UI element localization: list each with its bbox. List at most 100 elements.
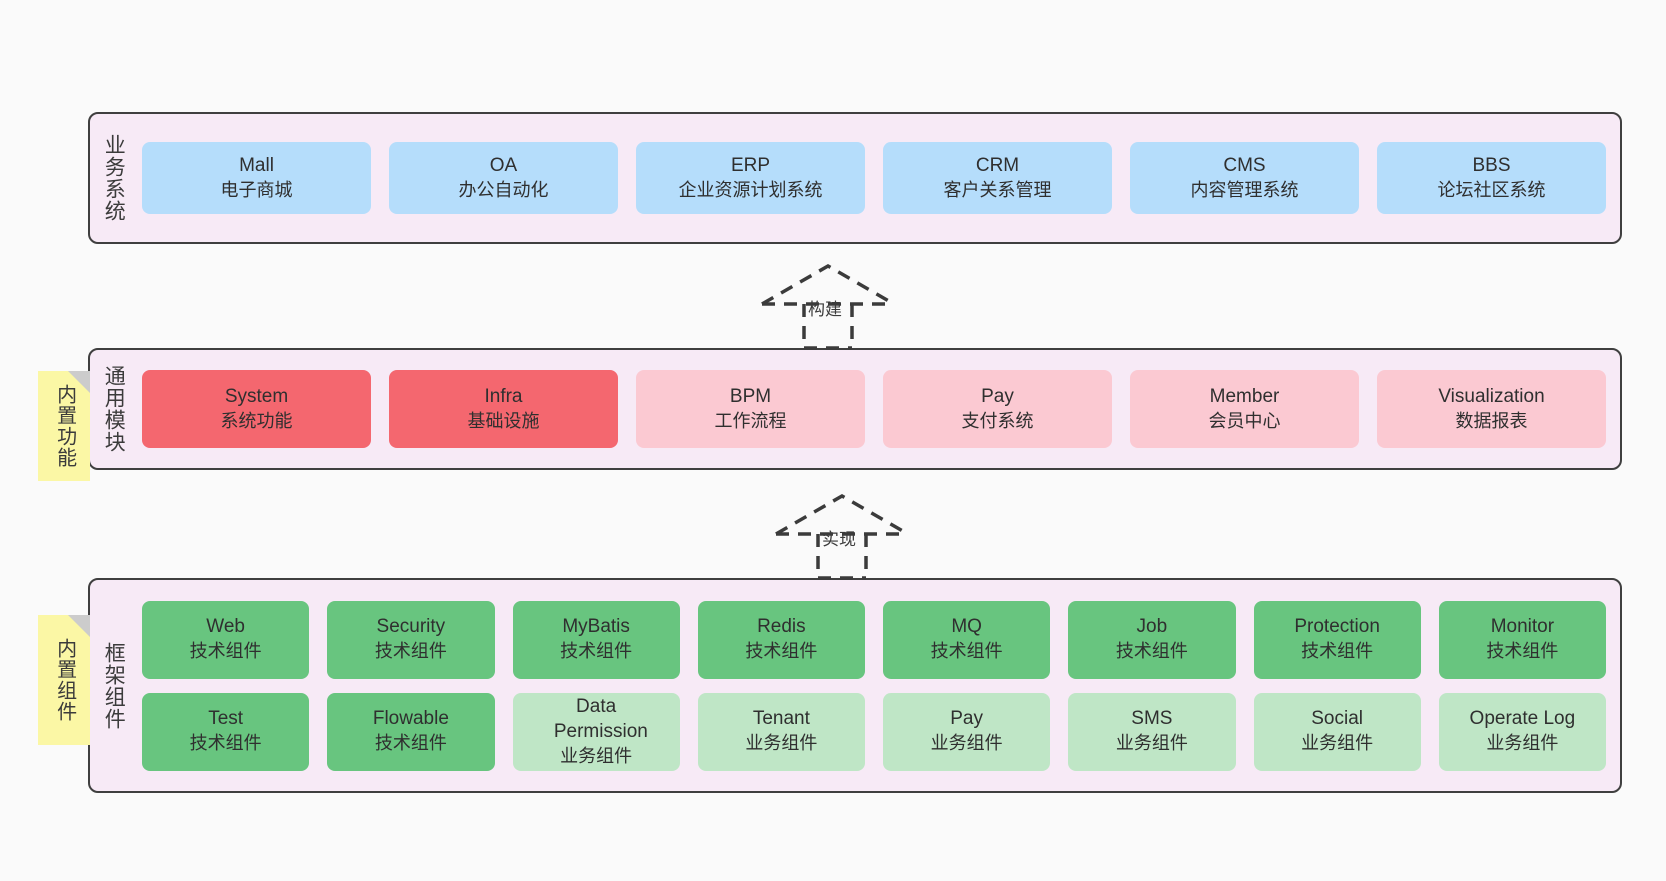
module-desc: 客户关系管理 (943, 179, 1052, 200)
module-name: Web (206, 616, 245, 638)
module-name: Pay (981, 385, 1014, 407)
module-card-mall[interactable]: Mall 电子商城 (142, 142, 371, 214)
module-card-monitor[interactable]: Monitor 技术组件 (1438, 600, 1606, 679)
module-desc: 电子商城 (220, 179, 293, 200)
module-card-test[interactable]: Test 技术组件 (142, 692, 310, 771)
module-desc: 业务组件 (745, 733, 818, 754)
module-name: Security (376, 616, 446, 638)
layer-common-modules: 通用模块 System 系统功能 Infra 基础设施 BPM 工作流程 Pay… (88, 348, 1622, 470)
connector-build: 构建 (758, 262, 898, 350)
module-name: Monitor (1490, 616, 1555, 638)
module-name: Redis (757, 616, 806, 638)
module-name: Pay (950, 708, 983, 730)
module-desc: 基础设施 (467, 410, 540, 431)
module-card-web[interactable]: Web 技术组件 (142, 600, 310, 679)
module-name: Operate Log (1469, 708, 1576, 730)
module-name: MyBatis (562, 616, 630, 638)
layer-body-business-systems: Mall 电子商城 OA 办公自动化 ERP 企业资源计划系统 CRM 客户关系… (136, 114, 1620, 242)
module-card-mybatis[interactable]: MyBatis 技术组件 (512, 600, 680, 679)
arrow-head-triangle-sides (775, 493, 909, 536)
sticky-note-builtin-functions: 内置功能 (38, 371, 90, 481)
module-card-tenant[interactable]: Tenant 业务组件 (697, 692, 865, 771)
module-desc: 支付系统 (961, 410, 1034, 431)
module-desc: 技术组件 (189, 733, 262, 754)
layer-title-business-systems: 业务系统 (102, 134, 126, 222)
module-desc: 数据报表 (1455, 410, 1528, 431)
module-name: System (224, 385, 289, 407)
module-name: Member (1209, 385, 1280, 407)
module-card-bpm[interactable]: BPM 工作流程 (636, 370, 865, 448)
module-card-mq[interactable]: MQ 技术组件 (883, 600, 1051, 679)
module-card-redis[interactable]: Redis 技术组件 (697, 600, 865, 679)
module-card-operate-log[interactable]: Operate Log 业务组件 (1438, 692, 1606, 771)
module-name: Test (208, 708, 244, 730)
module-card-job[interactable]: Job 技术组件 (1068, 600, 1236, 679)
arrow-head-triangle-sides (761, 263, 895, 306)
sticky-note-label: 内置组件 (53, 638, 76, 722)
module-name: Protection (1294, 616, 1380, 638)
row: System 系统功能 Infra 基础设施 BPM 工作流程 Pay 支付系统… (142, 370, 1606, 448)
module-card-flowable[interactable]: Flowable 技术组件 (327, 692, 495, 771)
module-card-pay[interactable]: Pay 支付系统 (883, 370, 1112, 448)
module-card-sms[interactable]: SMS 业务组件 (1068, 692, 1236, 771)
module-desc: 技术组件 (374, 733, 447, 754)
module-name: OA (489, 154, 518, 176)
module-desc: 技术组件 (1115, 641, 1188, 662)
module-desc: 业务组件 (1115, 733, 1188, 754)
module-desc: 技术组件 (560, 641, 633, 662)
module-desc: 系统功能 (220, 410, 293, 431)
module-card-infra[interactable]: Infra 基础设施 (389, 370, 618, 448)
module-desc: 论坛社区系统 (1437, 179, 1546, 200)
module-card-visualization[interactable]: Visualization 数据报表 (1377, 370, 1606, 448)
module-desc: 工作流程 (714, 410, 787, 431)
module-card-oa[interactable]: OA 办公自动化 (389, 142, 618, 214)
module-card-data-permission[interactable]: Data Permission 业务组件 (512, 692, 680, 771)
module-name: CRM (975, 154, 1020, 176)
connector-label-implement: 实现 (822, 530, 856, 549)
module-desc: 业务组件 (560, 745, 633, 766)
module-name: Visualization (1438, 385, 1545, 407)
module-card-social[interactable]: Social 业务组件 (1253, 692, 1421, 771)
module-desc: 业务组件 (1301, 733, 1374, 754)
connector-label-build: 构建 (808, 300, 842, 319)
layer-framework-components: 框架组件 Web 技术组件 Security 技术组件 MyBatis 技术组件… (88, 578, 1622, 793)
module-card-member[interactable]: Member 会员中心 (1130, 370, 1359, 448)
module-name: Infra (484, 385, 523, 407)
module-desc: 会员中心 (1208, 410, 1281, 431)
module-name: BPM (729, 385, 772, 407)
module-name: Tenant (752, 708, 810, 730)
module-card-pay-business[interactable]: Pay 业务组件 (883, 692, 1051, 771)
module-name: ERP (730, 154, 771, 176)
layer-body-framework-components: Web 技术组件 Security 技术组件 MyBatis 技术组件 Redi… (136, 580, 1620, 791)
row: Web 技术组件 Security 技术组件 MyBatis 技术组件 Redi… (142, 600, 1606, 679)
module-desc: 内容管理系统 (1190, 179, 1299, 200)
module-name: Job (1136, 616, 1168, 638)
module-desc: 技术组件 (1301, 641, 1374, 662)
sticky-note-builtin-components: 内置组件 (38, 615, 90, 745)
module-card-security[interactable]: Security 技术组件 (327, 600, 495, 679)
connector-implement: 实现 (772, 492, 912, 580)
module-desc: 技术组件 (930, 641, 1003, 662)
module-name: Mall (239, 154, 274, 176)
module-desc: 技术组件 (374, 641, 447, 662)
module-desc: 办公自动化 (458, 179, 549, 200)
module-desc: 技术组件 (1486, 641, 1559, 662)
layer-title-framework-components: 框架组件 (102, 641, 126, 730)
module-name: Social (1311, 708, 1363, 730)
module-name: Flowable (372, 708, 449, 730)
module-card-protection[interactable]: Protection 技术组件 (1253, 600, 1421, 679)
module-name: SMS (1131, 708, 1173, 730)
module-card-crm[interactable]: CRM 客户关系管理 (883, 142, 1112, 214)
module-desc: 企业资源计划系统 (678, 179, 823, 200)
module-name: Data Permission (553, 696, 648, 742)
module-card-erp[interactable]: ERP 企业资源计划系统 (636, 142, 865, 214)
module-name: MQ (951, 616, 982, 638)
module-desc: 业务组件 (930, 733, 1003, 754)
module-card-bbs[interactable]: BBS 论坛社区系统 (1377, 142, 1606, 214)
module-desc: 技术组件 (745, 641, 818, 662)
module-card-system[interactable]: System 系统功能 (142, 370, 371, 448)
layer-title-common-modules: 通用模块 (102, 365, 126, 453)
module-card-cms[interactable]: CMS 内容管理系统 (1130, 142, 1359, 214)
sticky-note-label: 内置功能 (53, 384, 76, 468)
